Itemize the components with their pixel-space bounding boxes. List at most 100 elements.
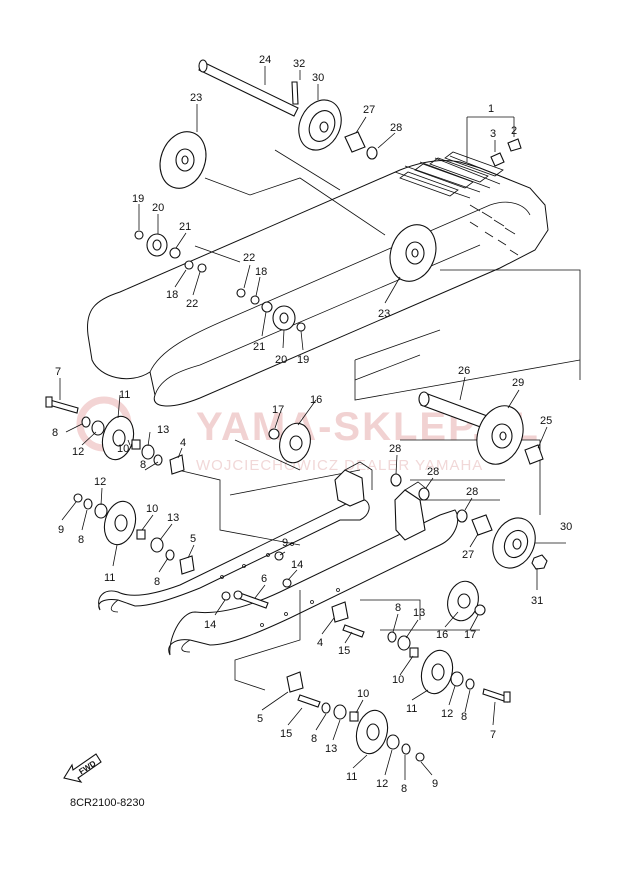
diagram-code: 8CR2100-8230 (70, 797, 145, 809)
callout-10: 10 (357, 688, 369, 700)
callout-23: 23 (190, 92, 202, 104)
callout-10: 10 (392, 674, 404, 686)
bolt-7-left (48, 399, 79, 414)
bolt-15-b (297, 694, 321, 708)
callout-20: 20 (275, 354, 287, 366)
leader-lines-lower (59, 376, 566, 780)
callout-labels: 24 32 30 23 27 28 1 3 2 19 20 21 18 22 2… (52, 54, 572, 795)
washer-8-h (401, 743, 411, 755)
callout-12: 12 (94, 476, 106, 488)
callout-5: 5 (190, 533, 196, 545)
spacer-21-center (261, 301, 273, 313)
callout-13: 13 (413, 607, 425, 619)
collar-27-upper (344, 131, 366, 153)
callout-20: 20 (152, 202, 164, 214)
washer-8-c (83, 498, 93, 510)
wheel-29 (476, 405, 524, 465)
callout-11: 11 (119, 389, 130, 401)
track-belt (86, 151, 549, 407)
collar-10-c (409, 647, 419, 658)
washer-8-g (321, 702, 331, 714)
callout-13: 13 (167, 512, 179, 524)
nut-14-b (221, 591, 231, 601)
wheel-11-b (103, 500, 137, 546)
callout-8: 8 (311, 733, 317, 745)
washer-8-d (165, 549, 175, 561)
wheel-11-d (355, 709, 389, 755)
callout-28: 28 (389, 443, 401, 455)
callout-9: 9 (432, 778, 438, 790)
washer-8-f (465, 678, 475, 690)
callout-12: 12 (441, 708, 453, 720)
callout-2: 2 (511, 125, 517, 137)
nut-9-c (415, 752, 425, 762)
callout-11: 11 (104, 572, 115, 584)
wheel-11-a (101, 415, 135, 461)
bearing-12-b (94, 503, 108, 519)
callout-22: 22 (186, 298, 198, 310)
callout-8: 8 (461, 711, 467, 723)
callout-18: 18 (255, 266, 267, 278)
callout-26: 26 (458, 365, 470, 377)
callout-3: 3 (490, 128, 496, 140)
washer-28-c (418, 487, 430, 501)
callout-14: 14 (204, 619, 216, 631)
callout-30: 30 (560, 521, 572, 533)
callout-17: 17 (272, 404, 284, 416)
washer-28-d (456, 509, 468, 523)
nut-19-center (296, 322, 306, 332)
collar-10-a (131, 439, 141, 450)
nut-19-upper (134, 230, 144, 240)
spacer-21-upper (169, 247, 181, 259)
callout-8: 8 (140, 459, 146, 471)
callout-15: 15 (280, 728, 292, 740)
collar-10-d (349, 711, 359, 722)
callout-8: 8 (52, 427, 58, 439)
clip-2 (507, 138, 522, 152)
wheel-23-upper (159, 131, 207, 189)
callout-30: 30 (312, 72, 324, 84)
callout-12: 12 (376, 778, 388, 790)
callout-32: 32 (293, 58, 305, 70)
bracket-4-a (169, 454, 185, 475)
frame-lines (177, 269, 581, 691)
callout-7: 7 (490, 729, 496, 741)
callout-16: 16 (310, 394, 322, 406)
callout-14: 14 (291, 559, 303, 571)
callout-25: 25 (540, 415, 552, 427)
bracket-4-b (331, 601, 349, 623)
wheel-16-b (447, 580, 479, 622)
track-lugs (394, 151, 519, 256)
callout-31: 31 (531, 595, 543, 607)
callout-16: 16 (436, 629, 448, 641)
callout-28: 28 (390, 122, 402, 134)
wheel-16-a (279, 422, 311, 464)
track-inner-edge (149, 201, 531, 373)
callout-15: 15 (338, 645, 350, 657)
callout-8: 8 (395, 602, 401, 614)
callout-24: 24 (259, 54, 271, 66)
callout-13: 13 (325, 743, 337, 755)
center-group (221, 391, 548, 609)
bolt-15-a (342, 624, 365, 638)
nut-31 (531, 554, 548, 570)
slide-rails (98, 461, 459, 656)
callout-27: 27 (363, 104, 375, 116)
callout-9: 9 (58, 524, 64, 536)
wheel-30-lower (492, 517, 536, 569)
callout-4: 4 (180, 437, 186, 449)
callout-10: 10 (117, 443, 129, 455)
washer-18-upper (184, 260, 194, 270)
washer-18-center (250, 295, 260, 305)
washer-28-upper (366, 146, 378, 160)
bracket-5-a (179, 555, 195, 575)
callout-1: 1 (488, 103, 494, 115)
clip-3 (490, 152, 505, 167)
callout-4: 4 (317, 637, 323, 649)
callout-8: 8 (154, 576, 160, 588)
watermark-sub-text: WOJCIECHOWICZ DEALER YAMAHA (196, 457, 483, 474)
callout-22: 22 (243, 252, 255, 264)
nut-22-center (236, 288, 246, 298)
bearing-12-a (91, 420, 105, 436)
callout-18: 18 (166, 289, 178, 301)
